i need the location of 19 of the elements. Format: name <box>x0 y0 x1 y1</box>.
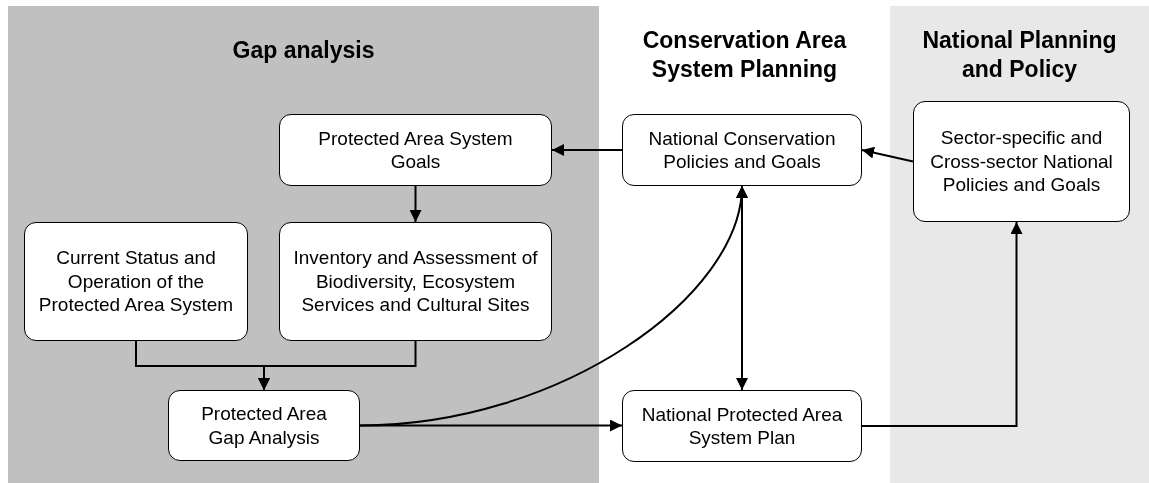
column-heading: Conservation Area System Planning <box>641 26 848 84</box>
process-box: Inventory and Assessment of Biodiversity, Ecosystem Services and Cultural Sites <box>279 222 552 341</box>
column-heading: National Planning and Policy <box>921 26 1118 84</box>
process-box: Current Status and Operation of the Protected Area System <box>24 222 248 341</box>
arrow <box>861 146 914 163</box>
arrow <box>359 419 623 432</box>
process-box: National Conservation Policies and Goals <box>622 114 862 186</box>
arrow <box>258 340 417 391</box>
arrow <box>736 185 748 391</box>
process-box: Protected Area Gap Analysis <box>168 390 360 461</box>
column-band <box>890 6 1149 483</box>
process-box: Protected Area System Goals <box>279 114 552 186</box>
arrow <box>861 221 1023 427</box>
process-box: Sector-specific and Cross-sector National Policies and Goals <box>913 101 1130 222</box>
column-band <box>8 6 599 483</box>
arrow <box>409 185 422 223</box>
process-box: National Protected Area System Plan <box>622 390 862 462</box>
column-heading: Gap analysis <box>231 36 376 65</box>
arrow <box>551 144 623 156</box>
